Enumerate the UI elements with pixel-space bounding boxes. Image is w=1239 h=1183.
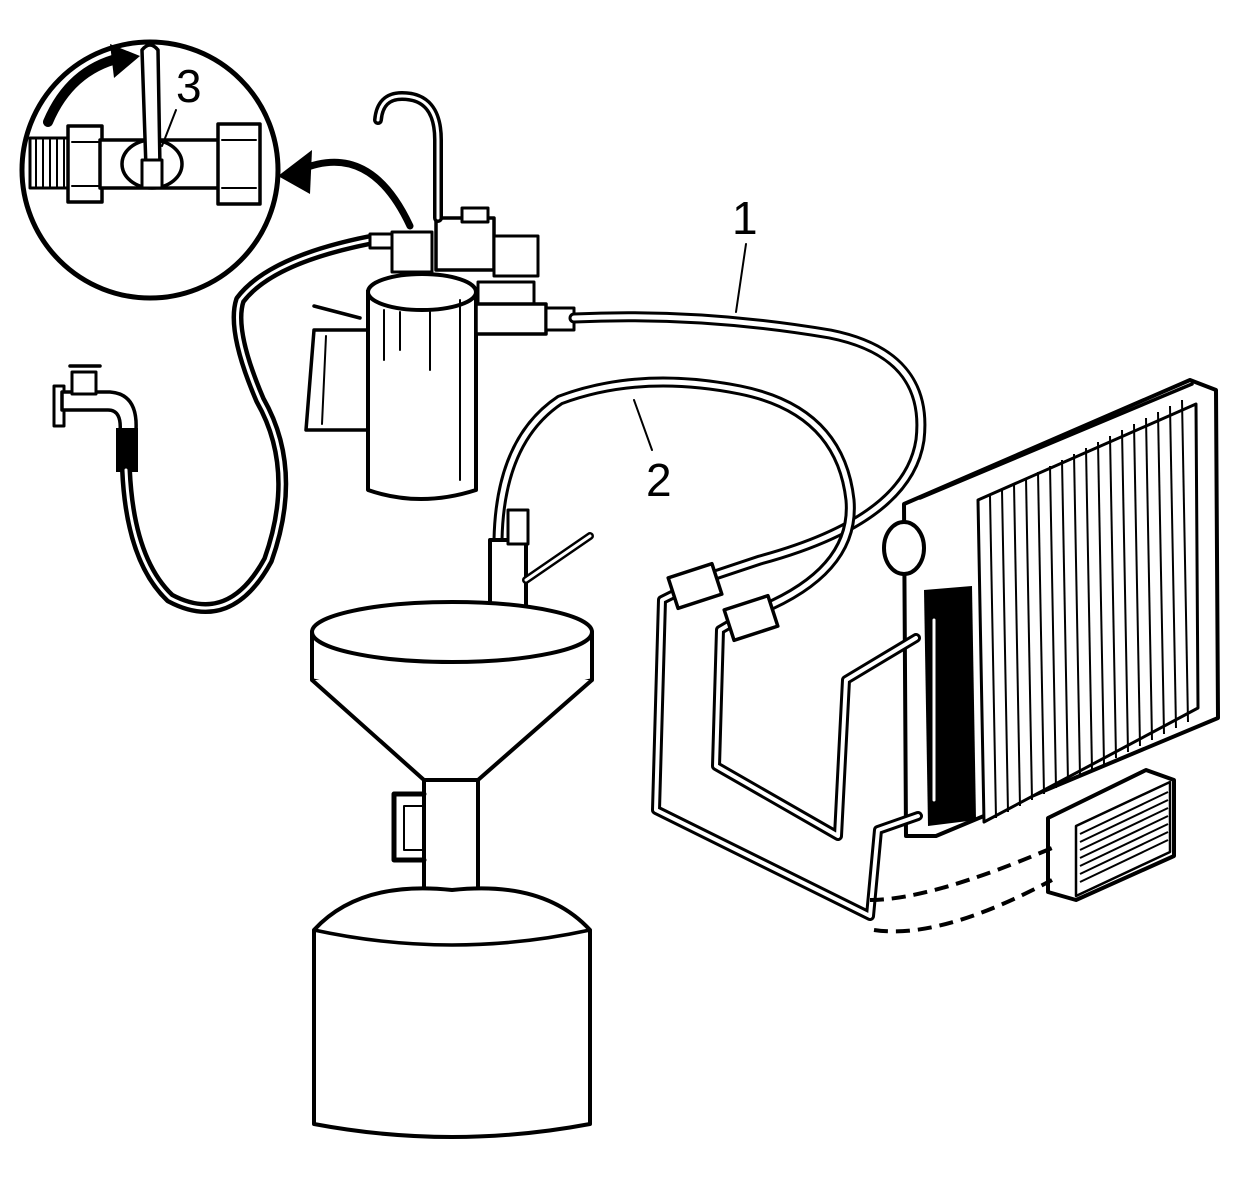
callout-1: 1 [732, 192, 758, 244]
cooler-lines [651, 561, 923, 921]
callout-2: 2 [646, 454, 672, 506]
threaded-fitting [28, 124, 104, 204]
radiator-fins [989, 399, 1189, 819]
hose-1 [568, 311, 927, 586]
flush-tank [304, 91, 576, 501]
drain-container [312, 886, 592, 1139]
rotation-arrow-icon [43, 44, 140, 127]
callout-3: 3 [176, 60, 202, 112]
auxiliary-cooler [869, 768, 1176, 934]
valve-detail-inset: 3 [19, 39, 281, 301]
drain-funnel [310, 600, 594, 908]
radiator [882, 378, 1220, 838]
water-faucet-icon [52, 364, 138, 472]
curved-arrow-icon [278, 150, 414, 230]
valve-handle [140, 43, 164, 190]
